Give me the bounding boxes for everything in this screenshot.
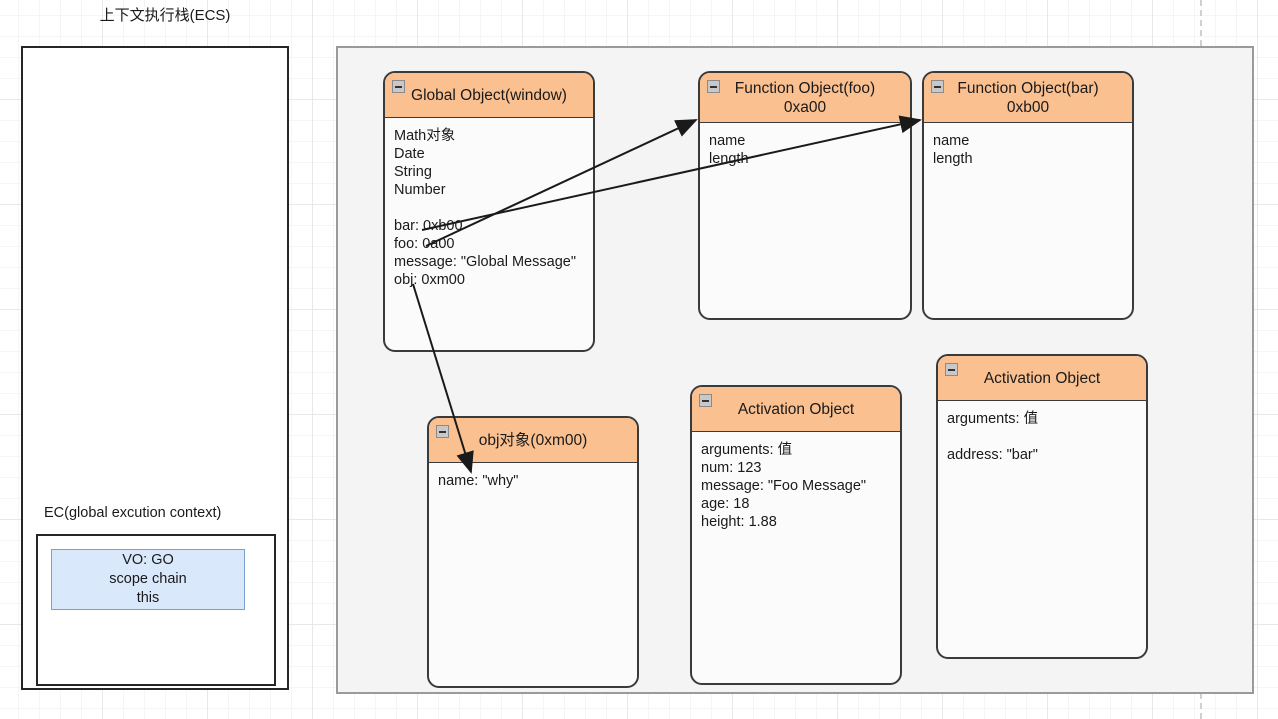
vo-line-2: scope chain: [109, 571, 187, 587]
node-activation-object-bar[interactable]: Activation Object arguments: 值 address: …: [936, 354, 1148, 659]
node-function-object-bar-body: name length: [933, 133, 973, 167]
node-activation-object-foo-header: Activation Object: [692, 387, 900, 432]
node-obj-object-title: obj对象(0xm00): [478, 431, 588, 449]
node-activation-object-bar-header: Activation Object: [938, 356, 1146, 401]
node-global-object-title: Global Object(window): [411, 86, 567, 104]
node-global-object-body: Math对象 Date String Number bar: 0xb00 foo…: [394, 128, 576, 288]
node-obj-object-header: obj对象(0xm00): [429, 418, 637, 463]
node-function-object-bar-title: Function Object(bar) 0xb00: [957, 79, 1099, 116]
ec-label: EC(global excution context): [44, 505, 222, 521]
node-function-object-bar[interactable]: Function Object(bar) 0xb00 name length: [922, 71, 1134, 320]
node-activation-object-bar-body: arguments: 值 address: "bar": [947, 411, 1039, 463]
vo-box: VO: GO scope chain this: [51, 549, 245, 610]
node-activation-object-foo[interactable]: Activation Object arguments: 值 num: 123 …: [690, 385, 902, 685]
minus-icon[interactable]: [707, 80, 720, 93]
node-function-object-foo-body: name length: [709, 133, 749, 167]
node-function-object-foo[interactable]: Function Object(foo) 0xa00 name length: [698, 71, 912, 320]
node-activation-object-bar-title: Activation Object: [983, 369, 1101, 387]
node-function-object-bar-header: Function Object(bar) 0xb00: [924, 73, 1132, 123]
node-function-object-foo-header: Function Object(foo) 0xa00: [700, 73, 910, 123]
node-global-object[interactable]: Global Object(window) Math对象 Date String…: [383, 71, 595, 352]
minus-icon[interactable]: [945, 363, 958, 376]
node-obj-object-body: name: "why": [438, 473, 519, 489]
node-activation-object-foo-title: Activation Object: [737, 400, 855, 418]
minus-icon[interactable]: [699, 394, 712, 407]
vo-line-3: this: [136, 590, 160, 606]
objects-diagram-panel: Global Object(window) Math对象 Date String…: [336, 46, 1254, 694]
vo-line-1: VO: GO: [122, 552, 174, 568]
minus-icon[interactable]: [392, 80, 405, 93]
node-global-object-header: Global Object(window): [385, 73, 593, 118]
node-function-object-foo-title: Function Object(foo) 0xa00: [734, 79, 876, 116]
minus-icon[interactable]: [931, 80, 944, 93]
minus-icon[interactable]: [436, 425, 449, 438]
ecs-title: 上下文执行栈(ECS): [99, 7, 231, 24]
node-activation-object-foo-body: arguments: 值 num: 123 message: "Foo Mess…: [701, 442, 867, 530]
node-obj-object[interactable]: obj对象(0xm00) name: "why": [427, 416, 639, 688]
